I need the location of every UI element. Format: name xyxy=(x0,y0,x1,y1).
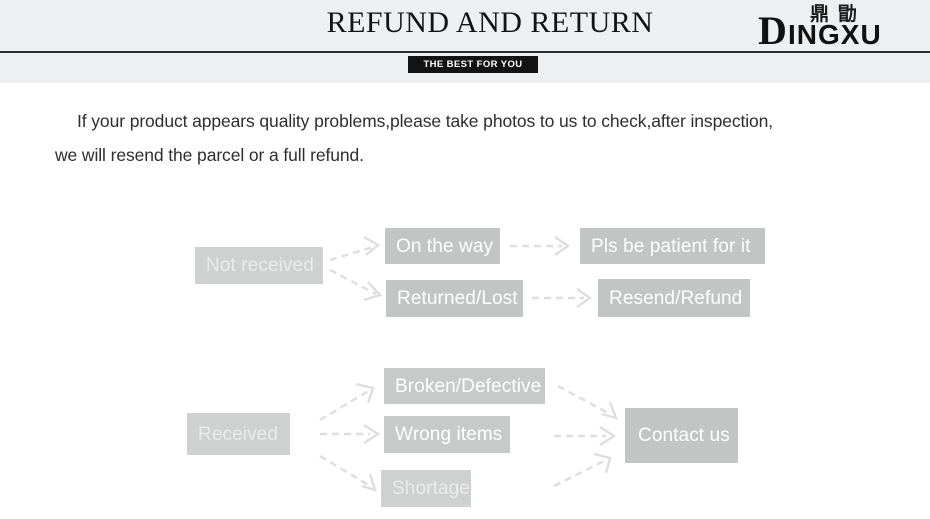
tagline-badge: THE BEST FOR YOU xyxy=(408,56,538,73)
brand-logo: 鼎勖 D INGXU xyxy=(758,3,923,53)
logo-wordmark: INGXU xyxy=(788,19,882,50)
arrow-shortage-to-contact-us xyxy=(553,452,612,488)
policy-intro-text: If your product appears quality problems… xyxy=(55,104,905,172)
flow-node-not-received: Not received xyxy=(195,247,323,284)
header-divider-rule xyxy=(0,51,930,53)
arrow-not-received-to-returned-lost xyxy=(329,268,383,302)
page-title: REFUND AND RETURN xyxy=(326,6,654,39)
flow-node-received: Received xyxy=(187,413,290,455)
arrow-returned-lost-to-resend-refund xyxy=(532,288,593,308)
policy-intro-line-1: If your product appears quality problems… xyxy=(77,111,774,131)
flow-node-returned-lost: Returned/Lost xyxy=(386,280,523,317)
flow-node-resend-refund: Resend/Refund xyxy=(598,279,750,317)
flow-node-contact-us: Contact us xyxy=(625,408,738,463)
arrow-not-received-to-on-the-way xyxy=(329,235,381,262)
page-header xyxy=(0,0,930,53)
arrow-broken-defective-to-contact-us xyxy=(557,384,618,420)
logo-initial-letter: D xyxy=(758,8,787,53)
flow-node-shortage: Shortage xyxy=(381,470,471,507)
arrow-on-the-way-to-pls-be-patient xyxy=(510,236,571,256)
flow-node-on-the-way: On the way xyxy=(385,228,500,264)
policy-intro-line-2: we will resend the parcel or a full refu… xyxy=(55,145,364,165)
arrow-wrong-items-to-contact-us xyxy=(554,425,617,447)
arrow-received-to-broken-defective xyxy=(319,382,375,422)
arrow-received-to-wrong-items xyxy=(320,423,381,445)
flow-node-wrong-items: Wrong items xyxy=(384,416,510,453)
arrow-received-to-shortage xyxy=(319,454,377,492)
logo-chinese-characters: 鼎勖 xyxy=(810,3,867,25)
flow-node-broken-defective: Broken/Defective xyxy=(384,368,545,404)
flow-node-pls-be-patient: Pls be patient for it xyxy=(580,228,765,264)
